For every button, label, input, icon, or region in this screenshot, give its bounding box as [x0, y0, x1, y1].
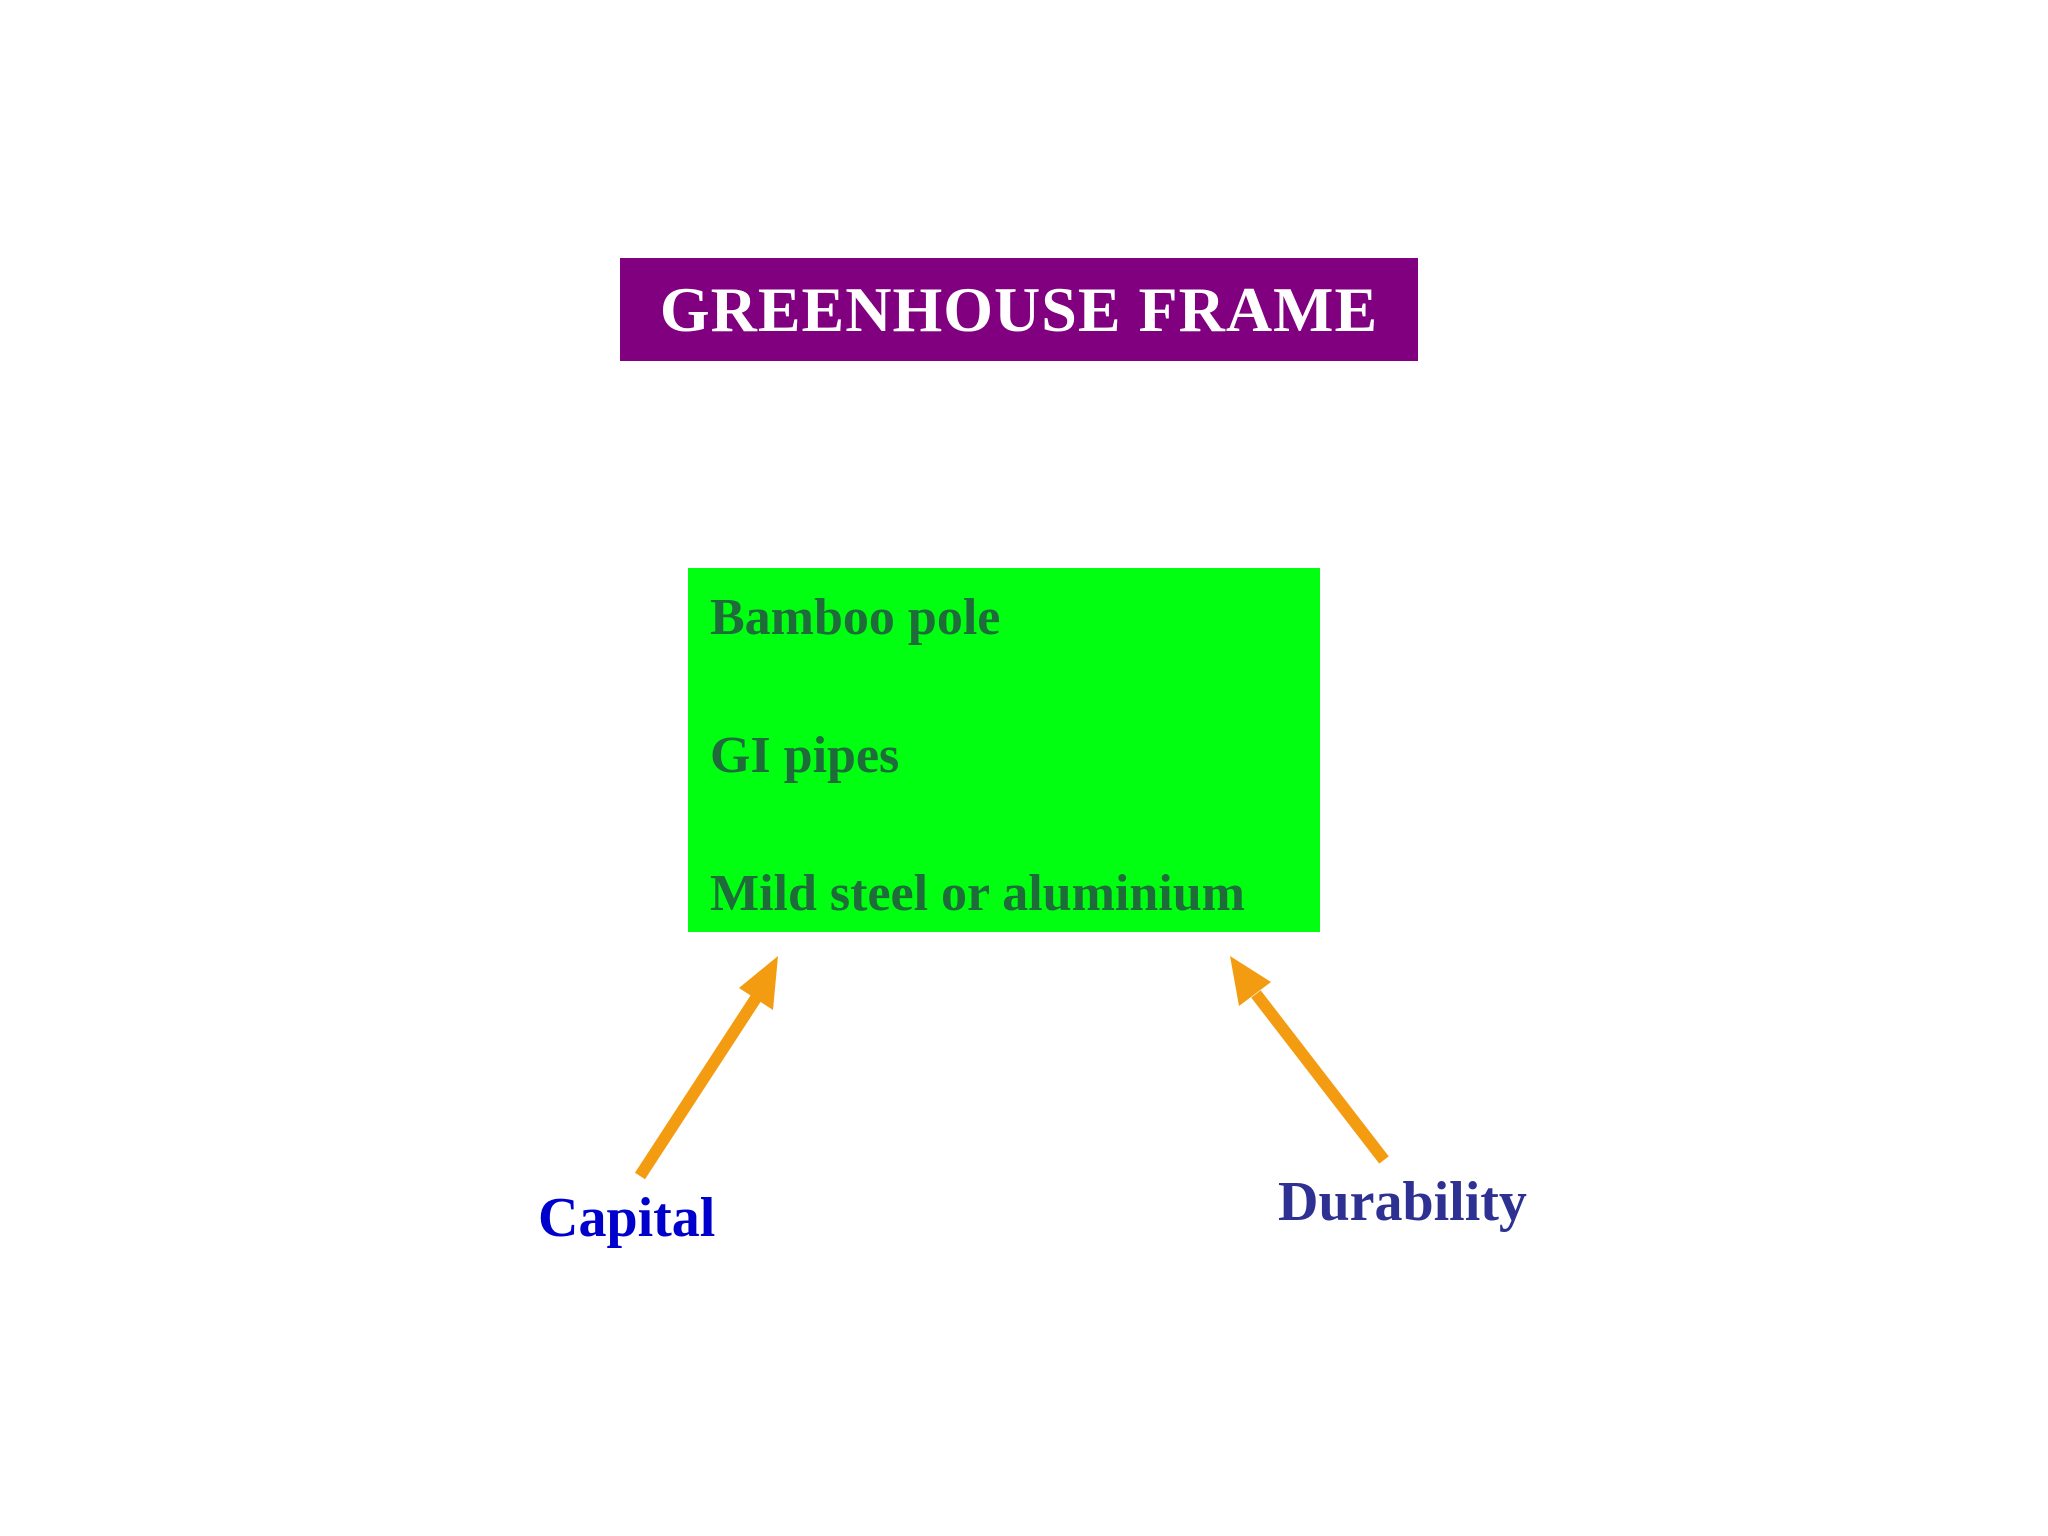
durability-label: Durability [1278, 1171, 1527, 1233]
material-item-mild-steel: Mild steel or aluminium [710, 865, 1245, 922]
material-item-gi-pipes: GI pipes [710, 727, 900, 784]
capital-arrow [634, 956, 778, 1180]
title-box: GREENHOUSE FRAME [620, 258, 1418, 361]
material-item-bamboo-pole: Bamboo pole [710, 589, 1001, 646]
materials-box: Bamboo pole GI pipes Mild steel or alumi… [688, 568, 1320, 932]
diagram-title: GREENHOUSE FRAME [659, 273, 1379, 345]
durability-arrow [1230, 956, 1389, 1164]
capital-label: Capital [538, 1187, 716, 1249]
